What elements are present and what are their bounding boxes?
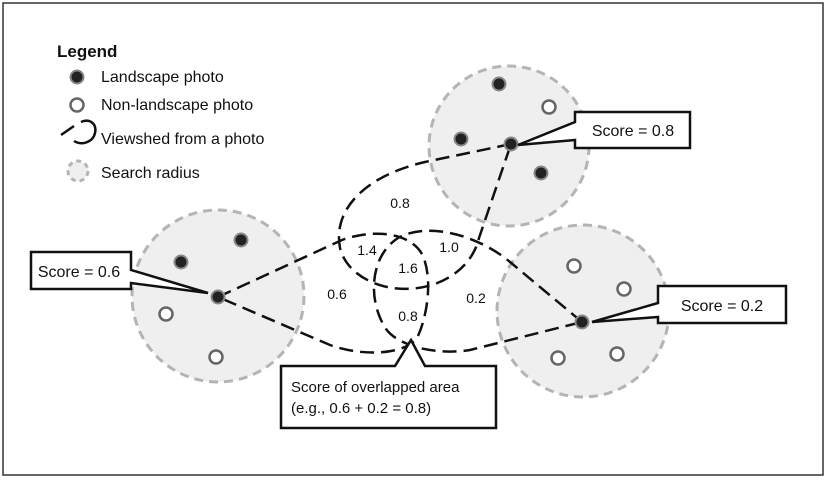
legend-landscape-label: Landscape photo [101,69,224,86]
landscape-photo [533,165,549,181]
viewsheds [217,142,583,354]
legend-radius-marker [66,159,90,183]
region-score-right: 0.2 [466,290,486,306]
landscape-photo [233,232,249,248]
callout-right-bubble [591,284,788,325]
landscape-photo [574,314,590,330]
landscape-photo [491,76,507,92]
callout-left-text: Score = 0.6 [38,264,120,281]
legend-landscape-marker [69,69,85,85]
callout-top-text: Score = 0.8 [592,123,674,140]
viewshed-right [372,229,583,353]
legend-viewshed-label: Viewshed from a photo [101,131,264,148]
legend-non-landscape-marker [69,97,85,113]
non-landscape-photo [158,306,174,322]
non-landscape-photo [550,350,566,366]
viewshed-left [217,232,430,354]
callout-left-bubble [29,250,209,295]
overlap-note-line2: (e.g., 0.6 + 0.2 = 0.8) [291,400,431,417]
legend: Legend Landscape photo Non-landscape pho… [57,42,264,183]
region-score-top-right: 1.0 [439,239,459,255]
region-score-left: 0.6 [327,286,347,302]
legend-radius-label: Search radius [101,165,200,182]
region-score-center: 1.6 [398,260,418,276]
overlap-note-bubble [279,337,498,430]
non-landscape-photo [566,258,582,274]
legend-viewshed-symbol [60,119,97,145]
non-landscape-photo [208,349,224,365]
non-landscape-photo [609,346,625,362]
landscape-photo [173,254,189,270]
region-score-top-left: 1.4 [357,242,377,258]
landscape-photo [210,289,226,305]
overlap-note-line1: Score of overlapped area [291,379,460,396]
viewshed-top [337,142,513,291]
callout-right-text: Score = 0.2 [681,298,763,315]
legend-non-landscape-label: Non-landscape photo [101,97,253,114]
photo-markers [158,76,632,366]
legend-title: Legend [57,42,117,61]
region-score-bottom: 0.8 [398,308,418,324]
landscape-photo [453,131,469,147]
callout-top-bubble [517,110,692,150]
landscape-photo [503,136,519,152]
region-score-top: 0.8 [390,195,410,211]
non-landscape-photo [616,281,632,297]
non-landscape-photo [541,99,557,115]
